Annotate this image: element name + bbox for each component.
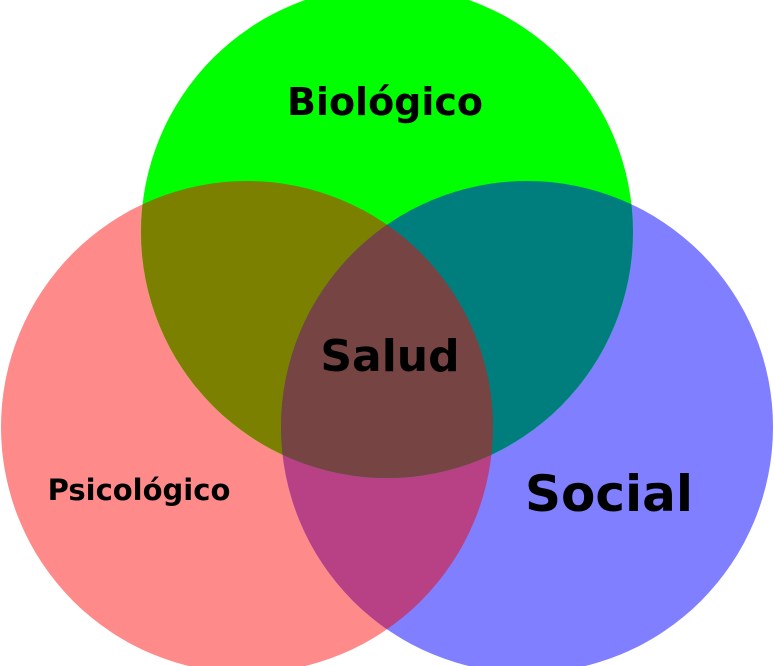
biologico-label: Biológico [287, 80, 483, 124]
center-label: Salud [320, 331, 459, 382]
social-label: Social [525, 465, 693, 523]
overlap-center [281, 181, 493, 478]
psicologico-label: Psicológico [48, 473, 231, 507]
